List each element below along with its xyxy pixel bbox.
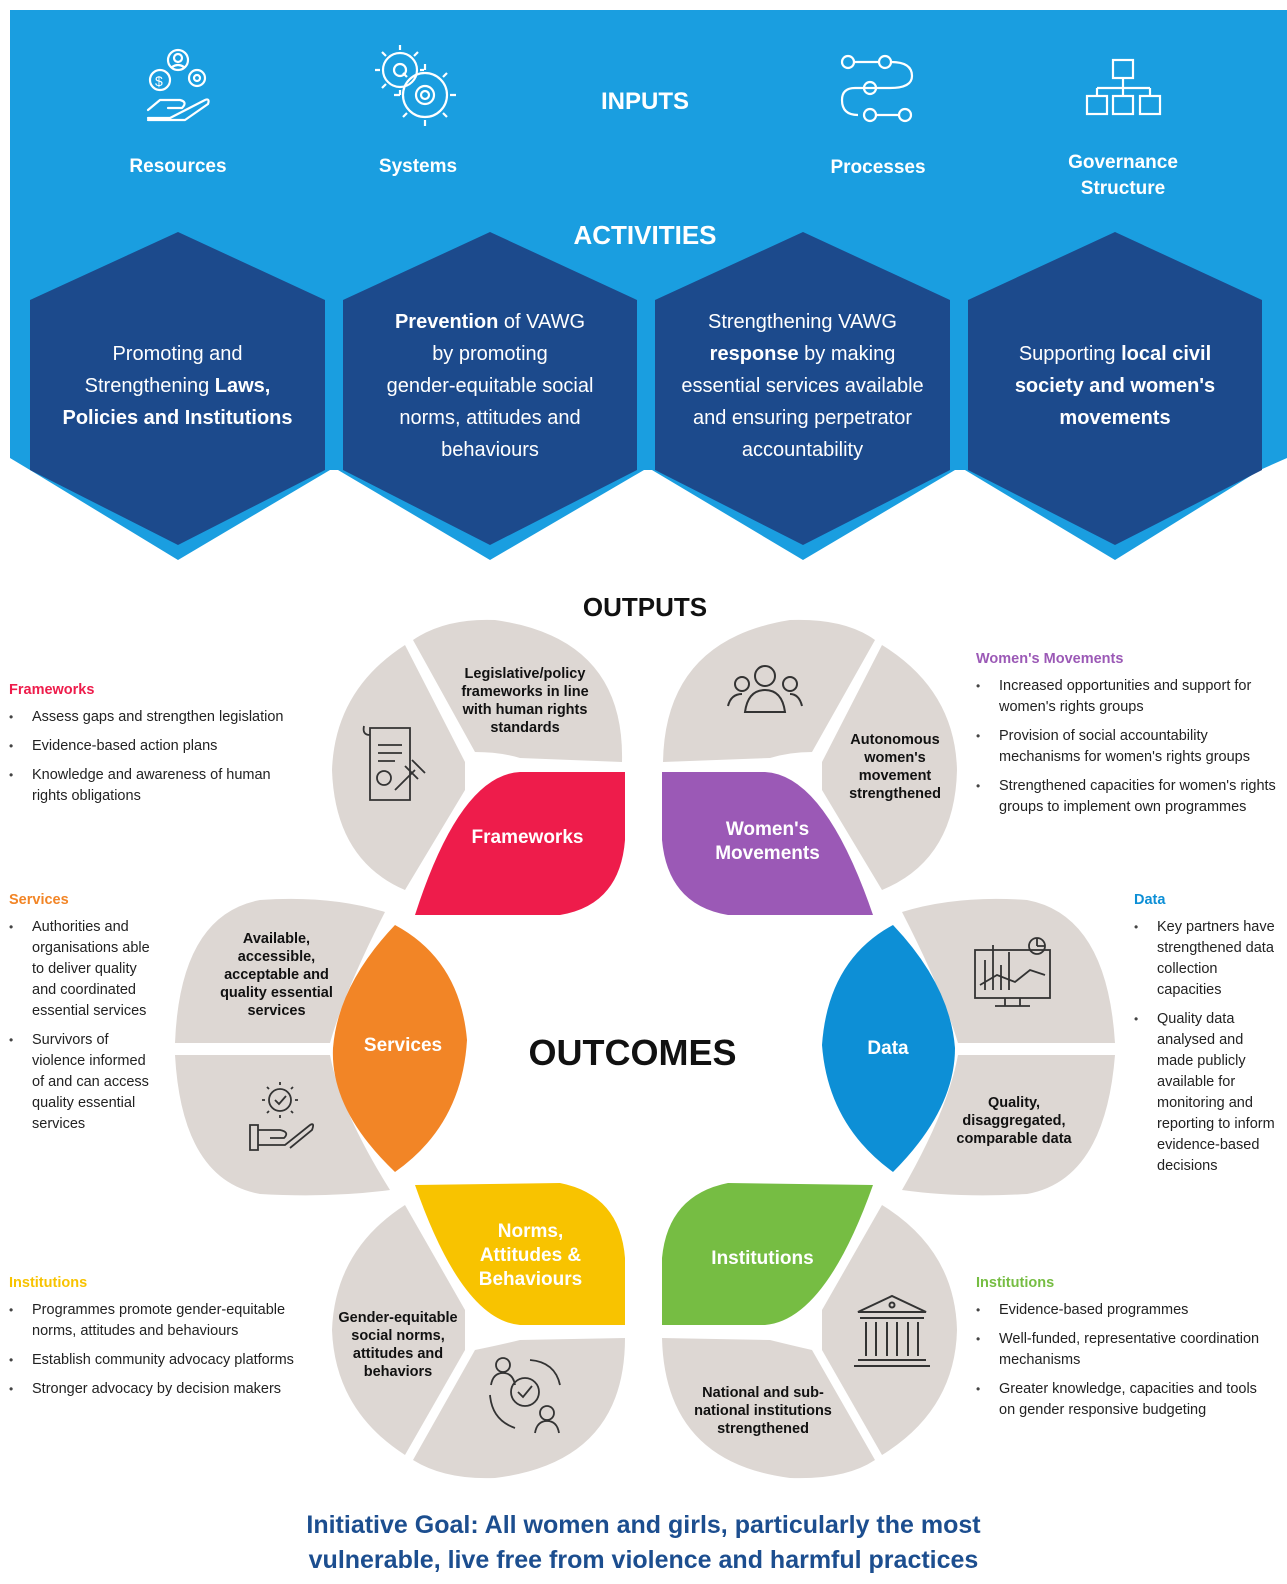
activity-civil-society-text: Supporting local civil society and women… <box>1014 343 1216 429</box>
norms-output-petal <box>332 1205 465 1455</box>
input-processes-label: Processes <box>830 157 926 178</box>
list-item: Survivors of violence informed of and ca… <box>9 1030 159 1135</box>
activity-laws-text: Promoting and Strengthening Laws, Polici… <box>62 343 293 429</box>
frameworks-icon-petal <box>332 645 465 890</box>
institutions-right-notes: Institutions Evidence-based programmes W… <box>976 1275 1276 1429</box>
group-people-icon <box>727 665 803 713</box>
frameworks-output-petal <box>413 619 623 762</box>
activity-response-text: Strengthening VAWG response by making es… <box>681 311 924 461</box>
institutions-petal-label: Institutions <box>711 1248 814 1269</box>
norms-output-label: Gender-equitable social norms, attitudes… <box>338 1310 458 1380</box>
norms-cluster <box>332 1183 625 1479</box>
womens-movements-petal <box>662 772 873 915</box>
norms-icon-petal <box>413 1338 625 1479</box>
data-notes: Data Key partners have strengthened data… <box>1134 892 1279 1185</box>
money-hand-icon: $ <box>146 48 210 122</box>
data-petal <box>822 925 955 1172</box>
institutions-left-notes-title: Institutions <box>9 1275 88 1291</box>
womens-movements-petal-label: Women's Movements <box>715 819 820 864</box>
list-item: Authorities and organisations able to de… <box>9 917 159 1022</box>
institutions-left-notes: Institutions Programmes promote gender-e… <box>9 1275 319 1408</box>
people-cycle-icon <box>489 1357 561 1434</box>
initiative-goal: Initiative Goal: All women and girls, pa… <box>250 1508 1037 1578</box>
list-item: Quality data analysed and made publicly … <box>1134 1009 1279 1177</box>
input-governance-label: Governance Structure <box>1068 152 1178 199</box>
data-output-petal <box>902 1055 1115 1196</box>
activity-prevention-text: Prevention of VAWG by promoting gender-e… <box>386 311 594 461</box>
norms-petal <box>415 1183 625 1325</box>
institutions-cluster <box>662 1183 957 1479</box>
services-cluster <box>175 898 467 1196</box>
gear-hand-icon <box>249 1082 315 1151</box>
list-item: Key partners have strengthened data coll… <box>1134 917 1279 1001</box>
activity-hex-4 <box>968 232 1262 545</box>
institutions-output-petal <box>662 1338 875 1479</box>
frameworks-notes: Frameworks Assess gaps and strengthen le… <box>9 682 309 815</box>
services-output-label: Available, accessible, acceptable and qu… <box>220 931 333 1019</box>
outputs-title: OUTPUTS <box>582 592 708 622</box>
gears-icon <box>375 45 456 126</box>
frameworks-petal-label: Frameworks <box>471 827 584 848</box>
frameworks-notes-title: Frameworks <box>9 682 95 698</box>
activity-hex-1 <box>30 232 325 545</box>
initiative-goal-line1: Initiative Goal: All women and girls, pa… <box>306 1511 981 1539</box>
norms-petal-label: Norms, Attitudes & Behaviours <box>478 1221 583 1290</box>
data-notes-title: Data <box>1134 892 1166 908</box>
institutions-icon-petal <box>822 1205 957 1455</box>
initiative-goal-line2: vulnerable, live free from violence and … <box>308 1546 979 1574</box>
services-notes: Services Authorities and organisations a… <box>9 892 159 1143</box>
outcomes-title: OUTCOMES <box>528 1032 737 1073</box>
womens-movements-notes: Women's Movements Increased opportunitie… <box>976 651 1276 826</box>
input-systems-label: Systems <box>378 156 458 177</box>
list-item: Establish community advocacy platforms <box>9 1350 319 1371</box>
inputs-title: INPUTS <box>600 88 689 115</box>
list-item: Well-funded, representative coordination… <box>976 1329 1276 1371</box>
womens-output-label: Autonomous women's movement strengthened <box>849 732 941 802</box>
data-dashboard-icon <box>974 937 1051 1007</box>
list-item: Programmes promote gender-equitable norm… <box>9 1300 319 1342</box>
institutions-output-label: National and sub-national institutions s… <box>694 1385 832 1437</box>
womens-movements-notes-title: Women's Movements <box>976 651 1124 667</box>
womens-movements-cluster <box>662 619 957 915</box>
legal-document-gavel-icon <box>362 725 426 801</box>
frameworks-petal <box>415 772 625 915</box>
list-item: Evidence-based action plans <box>9 736 309 757</box>
frameworks-cluster <box>332 619 625 915</box>
data-petal-label: Data <box>867 1038 909 1059</box>
list-item: Assess gaps and strengthen legislation <box>9 707 309 728</box>
activities-band: $ <box>10 10 1287 560</box>
activities-title: ACTIVITIES <box>573 220 717 250</box>
services-icon-petal <box>175 1055 390 1196</box>
list-item: Provision of social accountability mecha… <box>976 726 1276 768</box>
data-output-label: Quality, disaggregated, comparable data <box>956 1095 1072 1147</box>
list-item: Stronger advocacy by decision makers <box>9 1379 319 1400</box>
services-output-petal <box>175 898 385 1043</box>
services-notes-title: Services <box>9 892 69 908</box>
list-item: Evidence-based programmes <box>976 1300 1276 1321</box>
list-item: Knowledge and awareness of human rights … <box>9 765 309 807</box>
process-flow-icon <box>840 54 914 123</box>
list-item: Increased opportunities and support for … <box>976 676 1276 718</box>
input-resources-label: Resources <box>129 156 227 177</box>
womens-output-petal <box>822 645 957 890</box>
frameworks-output-label: Legislative/policy frameworks in line wi… <box>461 666 589 736</box>
outcomes-wheel <box>175 619 1115 1479</box>
list-item: Strengthened capacities for women's righ… <box>976 776 1276 818</box>
list-item: Greater knowledge, capacities and tools … <box>976 1379 1276 1421</box>
svg-text:$: $ <box>155 73 163 89</box>
org-chart-icon <box>1085 58 1162 116</box>
activity-hex-3 <box>655 232 950 545</box>
institutions-petal <box>662 1183 873 1325</box>
government-building-icon <box>854 1294 930 1367</box>
institutions-right-notes-title: Institutions <box>976 1275 1055 1291</box>
services-petal-label: Services <box>363 1035 443 1056</box>
services-petal <box>332 925 467 1172</box>
activity-hex-2 <box>343 232 637 545</box>
